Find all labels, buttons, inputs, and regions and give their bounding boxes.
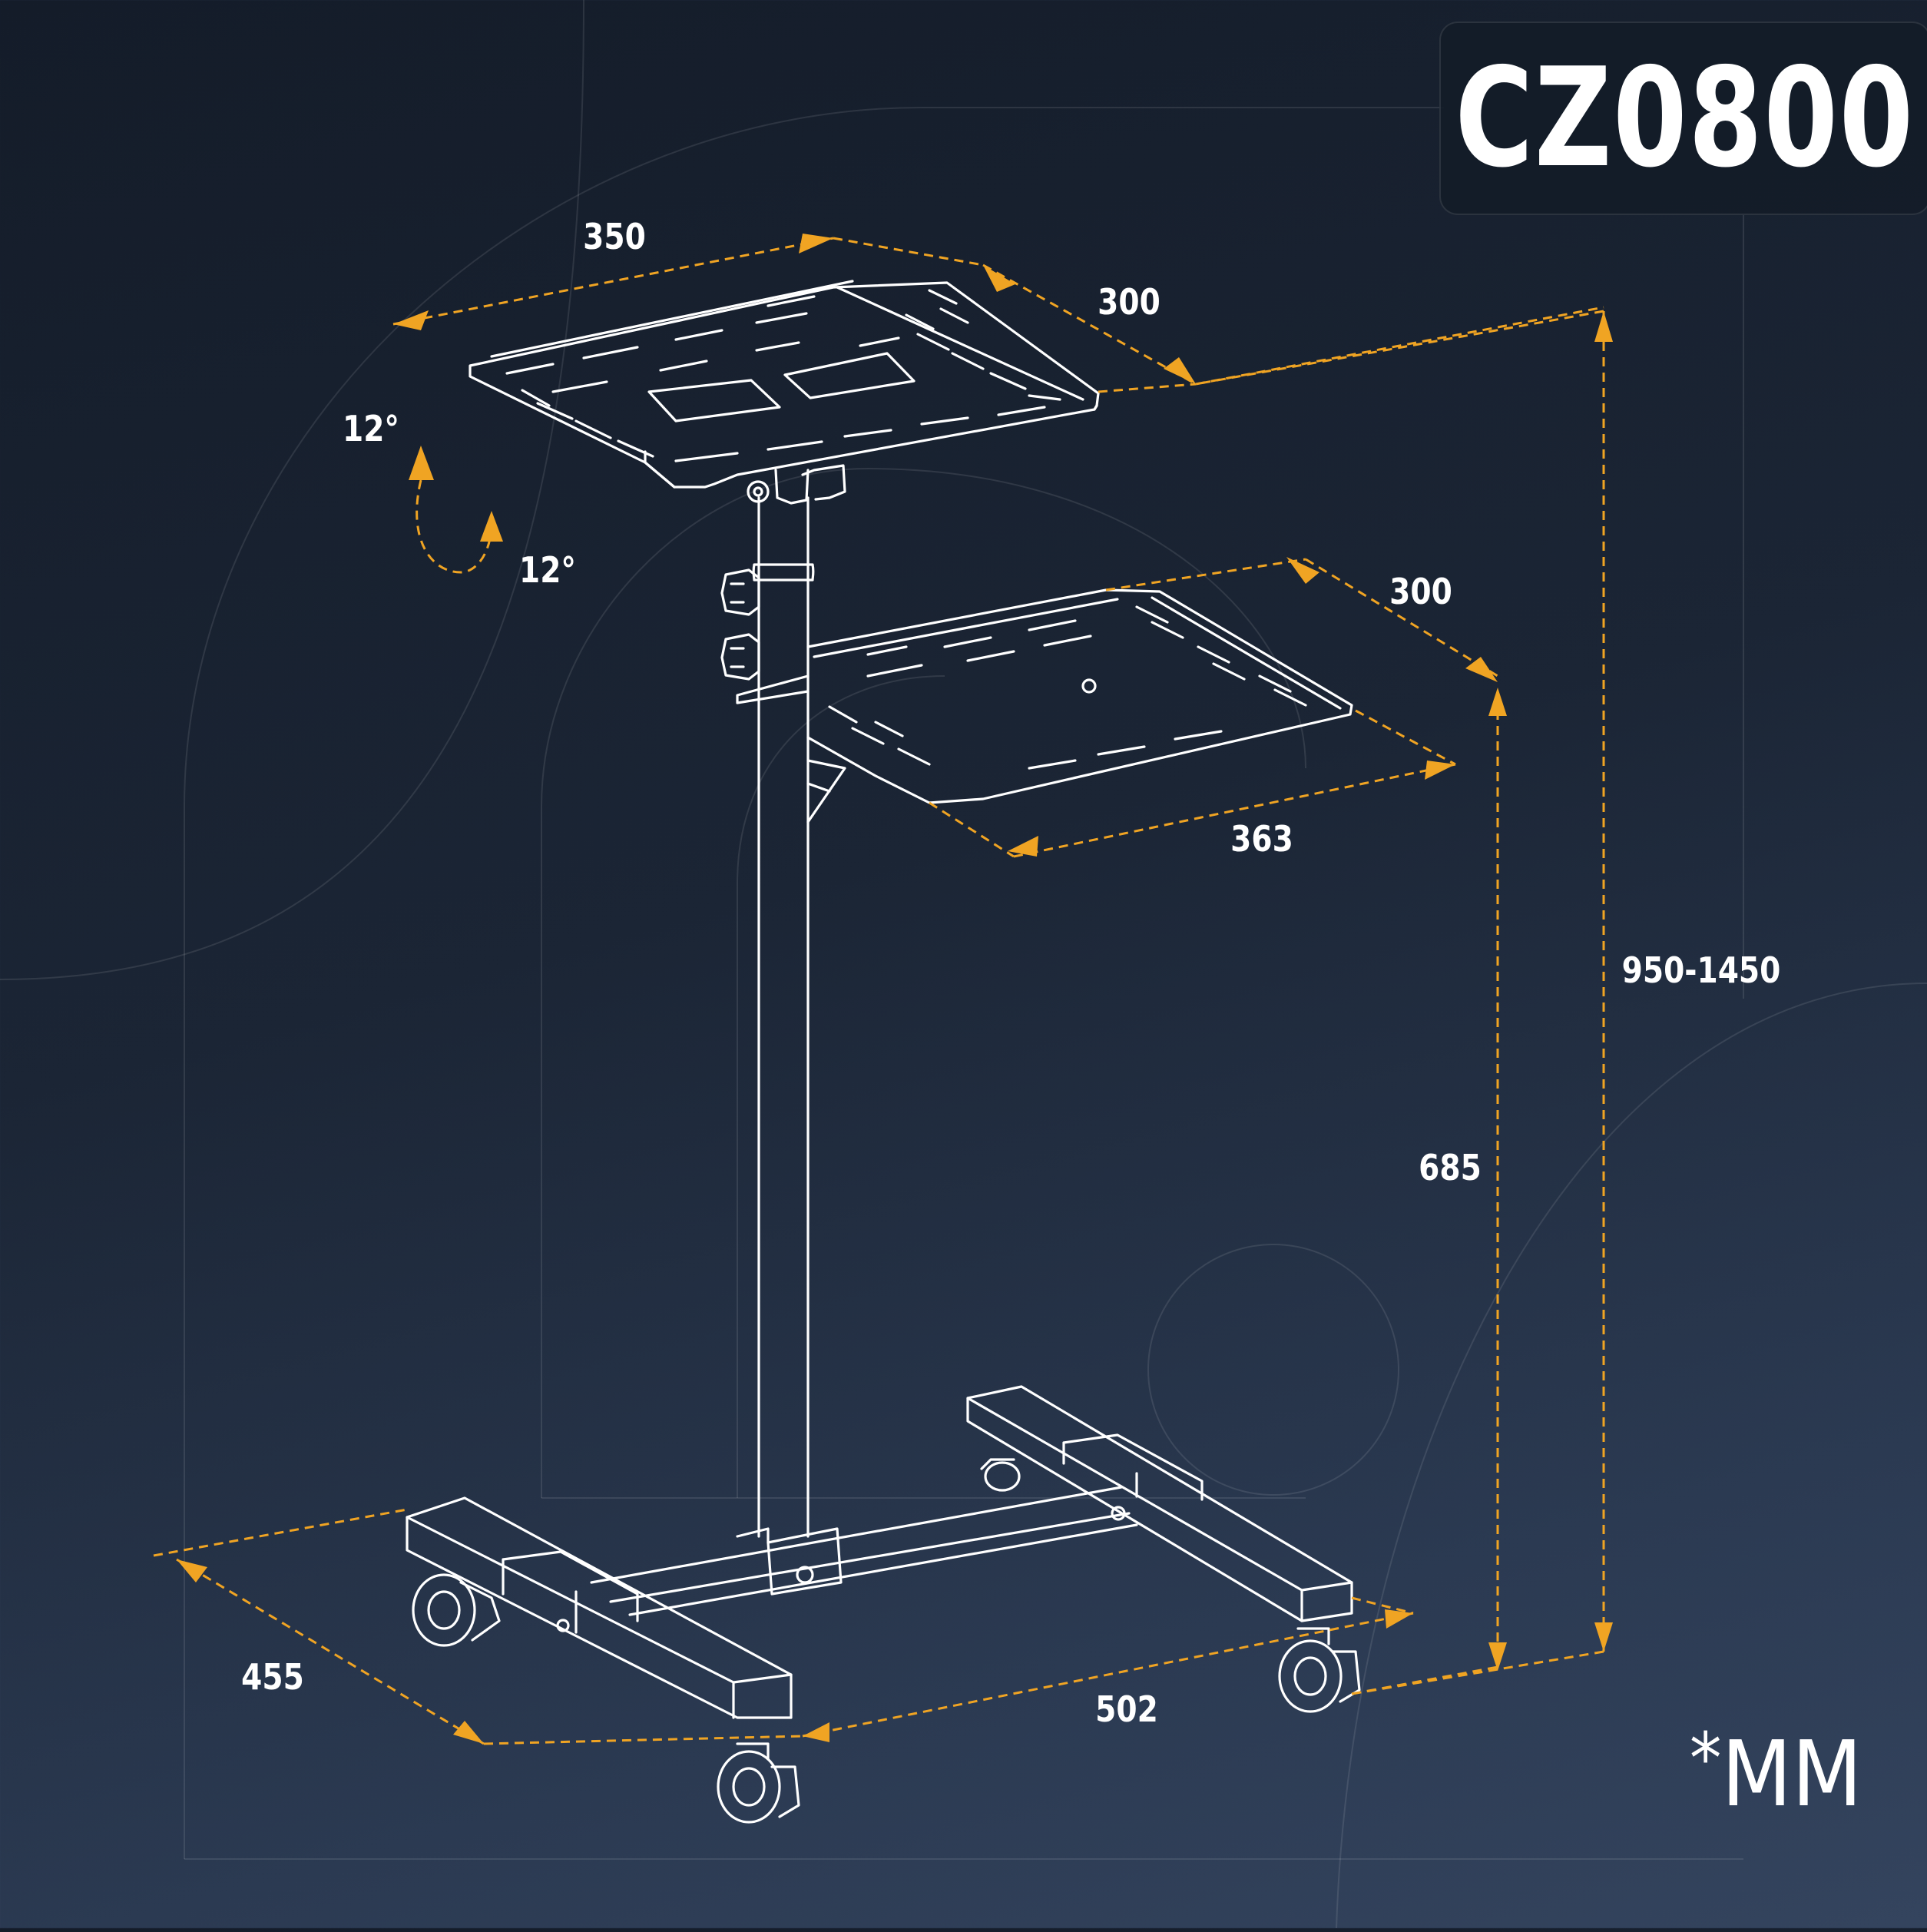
base-crossbar bbox=[590, 1486, 1138, 1616]
knob-upper bbox=[720, 568, 760, 616]
dim-base-depth: 455 bbox=[241, 1656, 304, 1698]
arrow-height-bottom bbox=[1594, 1622, 1613, 1652]
caster-right bbox=[1278, 1627, 1361, 1713]
arrow-shelf-height-top bbox=[1488, 688, 1507, 716]
knob-lower bbox=[720, 633, 760, 681]
unit-star: * bbox=[1690, 1718, 1722, 1800]
arrow-350-right bbox=[799, 234, 833, 254]
arrow-455-bottom bbox=[453, 1721, 484, 1744]
arrow-363-left bbox=[1008, 836, 1038, 857]
caster-back bbox=[980, 1458, 1021, 1492]
arrow-shelf-depth-a bbox=[1286, 557, 1319, 584]
pole bbox=[757, 496, 810, 1538]
dim-total-height: 950-1450 bbox=[1621, 949, 1781, 991]
arrow-363-right bbox=[1425, 761, 1455, 780]
stand-lines bbox=[406, 280, 1361, 1824]
arrow-455-top bbox=[177, 1559, 207, 1582]
arrow-502-left bbox=[803, 1722, 829, 1742]
dim-base-width: 502 bbox=[1095, 1688, 1158, 1730]
dim-shelf-height: 685 bbox=[1419, 1147, 1482, 1188]
dimension-lines bbox=[153, 237, 1605, 1745]
dim-tilt-down: 12° bbox=[519, 549, 576, 591]
top-tray-cutout-a bbox=[647, 379, 781, 423]
arrow-300-top-b bbox=[1164, 357, 1196, 384]
dim-shelf-width: 363 bbox=[1230, 818, 1293, 860]
model-badge: CZ0800 bbox=[1439, 22, 1927, 215]
dim-shelf-depth: 300 bbox=[1389, 571, 1452, 612]
arrow-502-right bbox=[1385, 1609, 1413, 1629]
dim-top-width: 350 bbox=[583, 216, 646, 257]
arrowheads bbox=[177, 234, 1613, 1744]
dim-top-depth: 300 bbox=[1098, 281, 1161, 323]
model-number: CZ0800 bbox=[1455, 38, 1915, 197]
top-tray-rim bbox=[490, 280, 1084, 401]
arrow-350-left bbox=[393, 310, 429, 330]
shelf-outline bbox=[806, 588, 1353, 804]
top-tray-cutout-b bbox=[783, 352, 915, 399]
arrow-tilt-up bbox=[409, 446, 434, 480]
dim-tilt-up: 12° bbox=[343, 408, 399, 449]
base-left-foot bbox=[406, 1496, 793, 1719]
unit-label: *MM bbox=[1690, 1724, 1862, 1820]
top-tray-outline bbox=[469, 281, 1100, 489]
arrow-shelf-height-bottom bbox=[1488, 1642, 1507, 1671]
arrow-tilt-down bbox=[480, 511, 503, 542]
caster-left bbox=[412, 1573, 501, 1647]
arrow-shelf-depth-b bbox=[1465, 657, 1498, 682]
caster-front bbox=[717, 1742, 800, 1824]
arrow-300-top-a bbox=[983, 265, 1015, 292]
base-right-foot bbox=[966, 1385, 1353, 1622]
arrow-height-top bbox=[1594, 311, 1613, 342]
unit-text: MM bbox=[1721, 1721, 1862, 1827]
